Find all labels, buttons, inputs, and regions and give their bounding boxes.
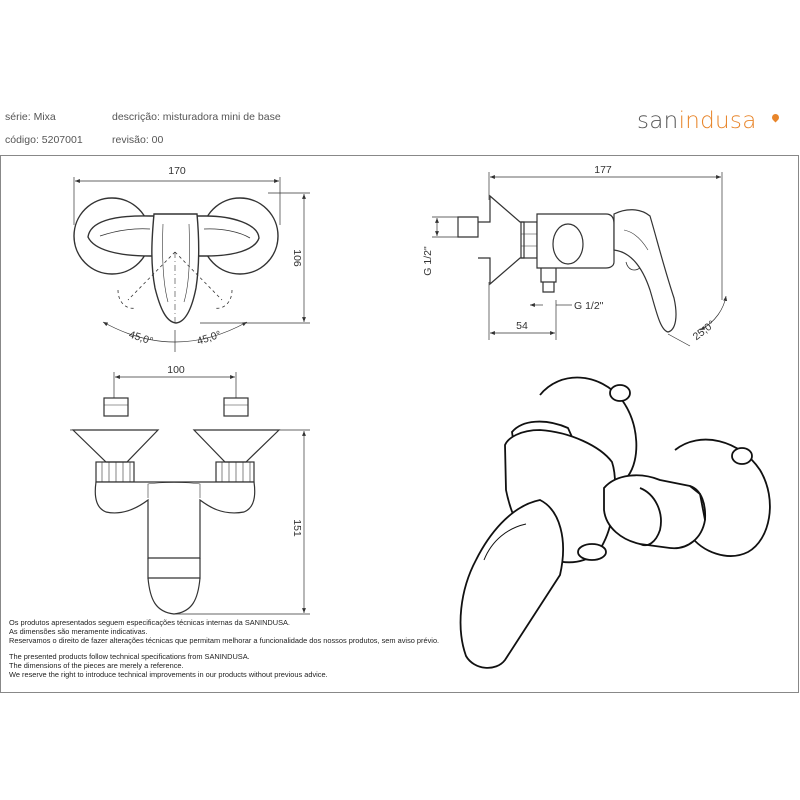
- logo-part-san: san: [637, 108, 679, 134]
- disclaimer-notes: Os produtos apresentados seguem especifi…: [9, 618, 439, 679]
- note-pt-3: Reservamos o direito de fazer alterações…: [9, 636, 440, 646]
- codigo-label: código: 5207001: [5, 134, 83, 146]
- note-en-1: The presented products follow technical …: [9, 651, 250, 661]
- dim-side-thread-horizontal: G 1/2": [574, 300, 604, 312]
- note-en-3: We reserve the right to introduce techni…: [9, 670, 328, 680]
- top-view: [70, 372, 310, 615]
- dim-side-angle: 25,0°: [691, 318, 718, 343]
- logo-part-indusa: indusa: [678, 108, 757, 134]
- descricao-label: descrição: misturadora mini de base: [112, 111, 281, 123]
- revisao-label: revisão: 00: [112, 134, 164, 146]
- front-view: [73, 177, 310, 352]
- note-pt-2: As dimensões são meramente indicativas.: [9, 627, 148, 637]
- dim-side-depth: 177: [594, 164, 612, 176]
- note-pt-1: Os produtos apresentados seguem especifi…: [9, 618, 290, 627]
- dim-top-spacing: 100: [167, 364, 185, 376]
- side-view: [432, 172, 728, 347]
- dim-angle-left: 45,0°: [127, 329, 154, 348]
- serie-label: série: Mixa: [5, 111, 56, 123]
- drawing-frame: [0, 155, 799, 693]
- dim-side-thread-vertical: G 1/2": [422, 246, 434, 276]
- dim-top-height: 151: [291, 519, 303, 537]
- dim-front-height: 106: [291, 249, 303, 267]
- dim-angle-right: 45,0°: [196, 329, 223, 348]
- dim-front-width: 170: [168, 165, 186, 177]
- dim-side-offset: 54: [516, 320, 528, 332]
- sanindusa-logo: sanindusa: [637, 108, 757, 134]
- note-en-2: The dimensions of the pieces are merely …: [9, 660, 184, 670]
- isometric-view: [459, 376, 771, 669]
